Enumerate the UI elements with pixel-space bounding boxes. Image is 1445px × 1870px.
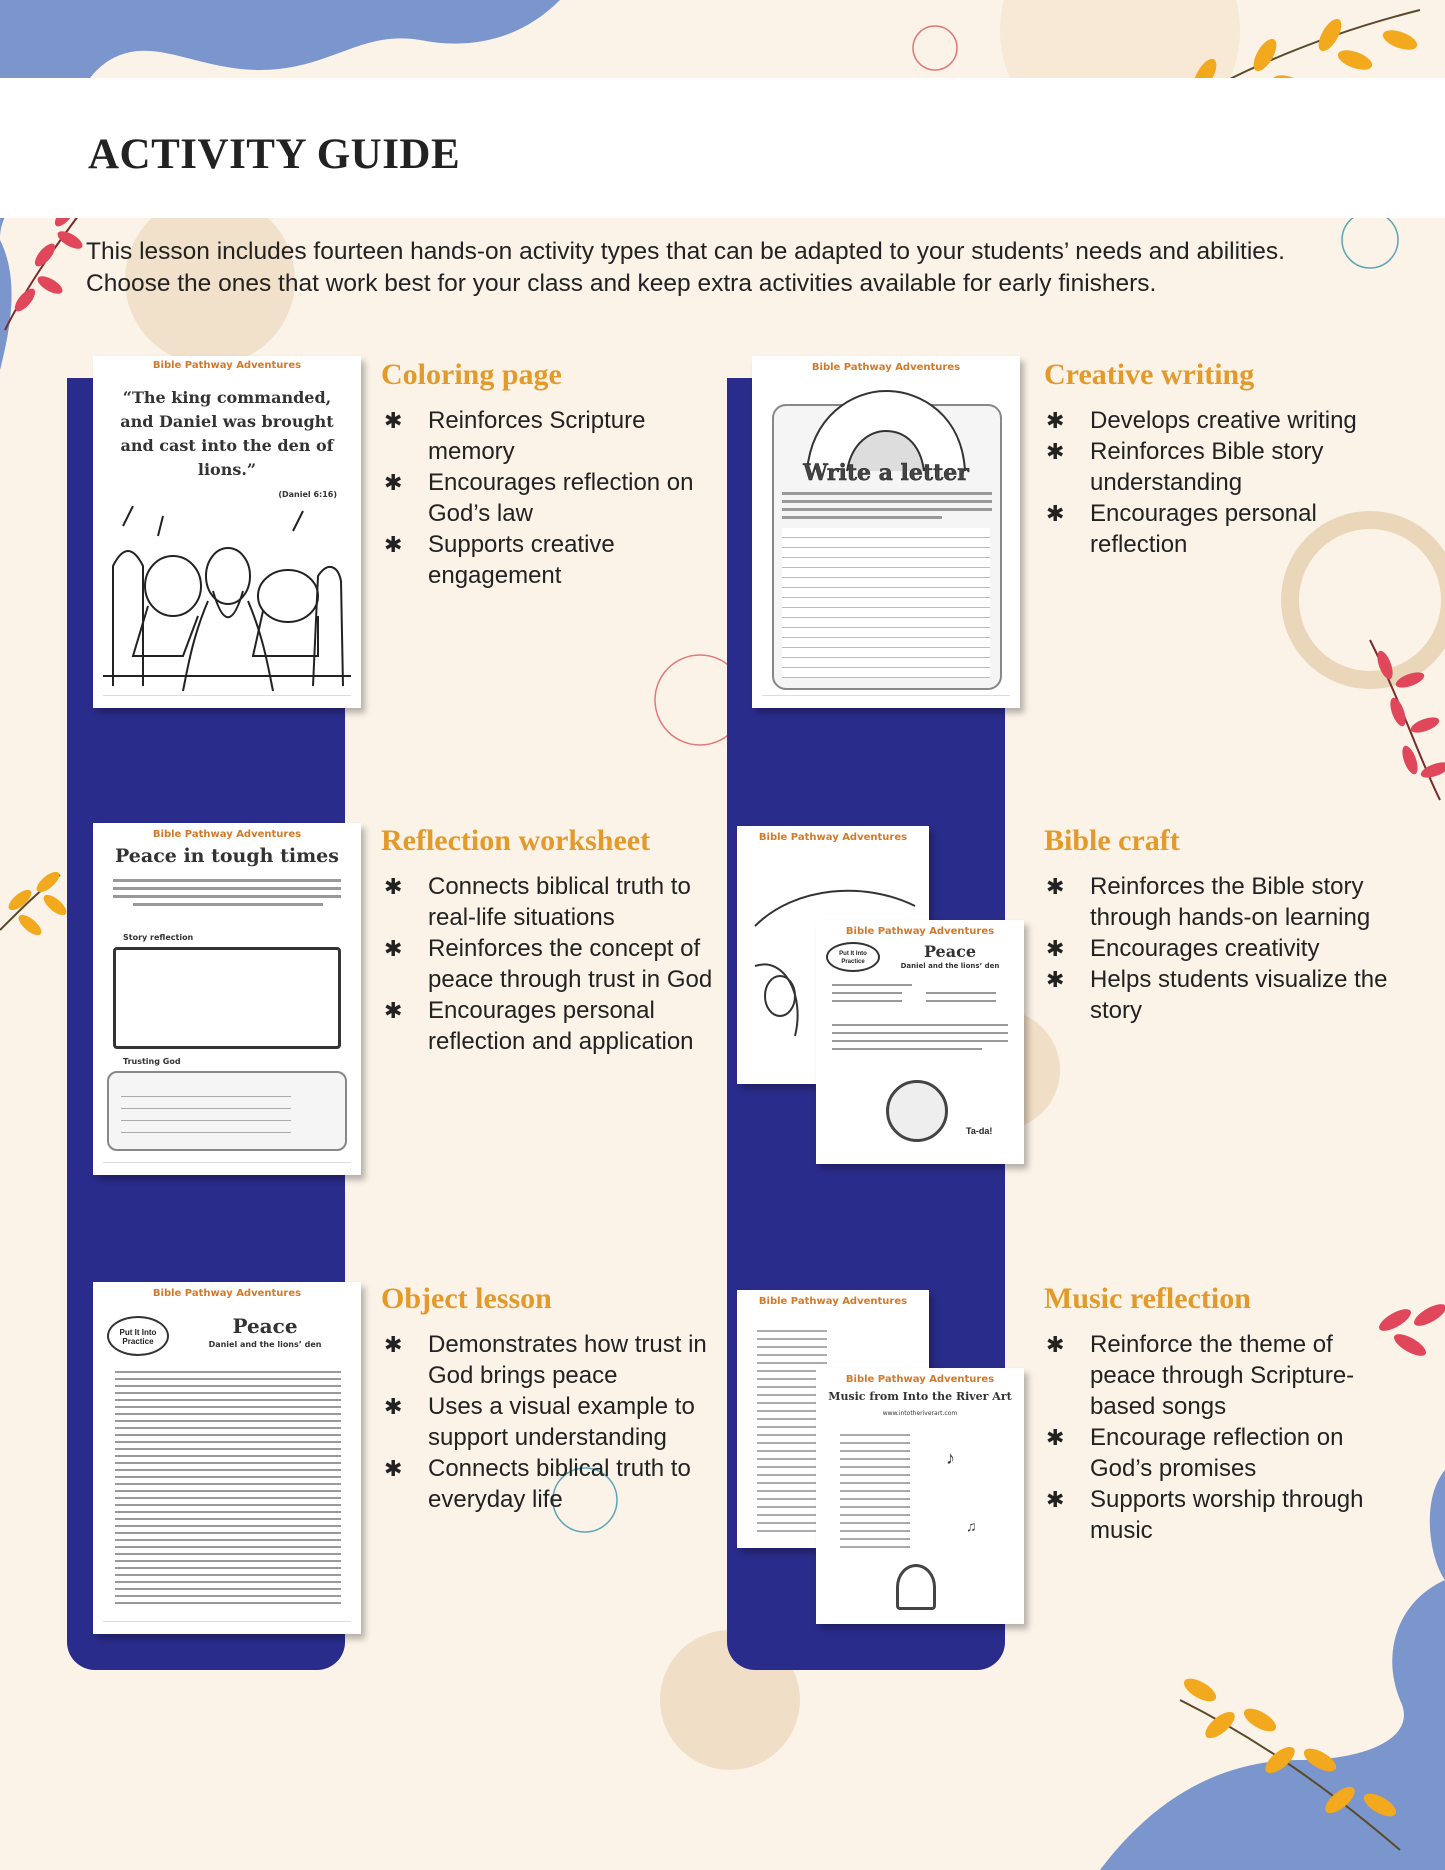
- object-lesson-text: [115, 1366, 341, 1606]
- music-reflection-thumbnail-front: Bible Pathway Adventures Music from Into…: [816, 1368, 1024, 1624]
- creative-writing-title: Creative writing: [1044, 358, 1255, 391]
- ta-da-label: Ta-da!: [966, 1126, 993, 1136]
- coloring-bullet-3: Supports creative engagement: [384, 529, 724, 591]
- reflection-worksheet-bullets: Connects biblical truth to real-life sit…: [384, 871, 719, 1057]
- object-lesson-bullets: Demonstrates how trust in God brings pea…: [384, 1329, 724, 1515]
- coloring-page-bullets: Reinforces Scripture memory Encourages r…: [384, 405, 724, 591]
- music-bullet-1: Reinforce the theme of peace through Scr…: [1046, 1329, 1386, 1422]
- thumb-brand: Bible Pathway Adventures: [845, 1374, 995, 1385]
- object-lesson-subheading: Daniel and the lions’ den: [208, 1340, 322, 1349]
- object-lesson-thumbnail: Bible Pathway Adventures Put It Into Pra…: [93, 1282, 361, 1634]
- thumb-footer: [762, 695, 1010, 704]
- text-row: [782, 500, 992, 503]
- intro-paragraph: This lesson includes fourteen hands-on a…: [86, 236, 1386, 300]
- put-into-practice-badge: Put It Into Practice: [107, 1316, 169, 1356]
- thumb-brand: Bible Pathway Adventures: [758, 1296, 908, 1307]
- title-band: [0, 78, 1445, 218]
- creative-writing-thumbnail: Bible Pathway Adventures Write a letter: [752, 356, 1020, 708]
- craft-lion-outline: [754, 889, 916, 1037]
- music-reflection-bullets: Reinforce the theme of peace through Scr…: [1046, 1329, 1386, 1546]
- text-row: [832, 1048, 982, 1050]
- creative-bullet-3: Encourages personal reflection: [1046, 498, 1396, 560]
- craft-subheading: Daniel and the lions’ den: [900, 962, 1000, 970]
- object-lesson-heading: Peace: [232, 1314, 298, 1338]
- song-lyrics: [757, 1324, 827, 1534]
- song-lyrics: [840, 1428, 910, 1548]
- coloring-illustration: [103, 506, 351, 691]
- reflection-worksheet-thumbnail: Bible Pathway Adventures Peace in tough …: [93, 823, 361, 1175]
- reflection-bullet-3: Encourages personal reflection and appli…: [384, 995, 719, 1057]
- text-row: [832, 984, 912, 986]
- craft-bullet-2: Encourages creativity: [1046, 933, 1406, 964]
- music-reflection-title: Music reflection: [1044, 1282, 1251, 1315]
- text-row: [926, 992, 996, 994]
- music-bullet-3: Supports worship through music: [1046, 1484, 1386, 1546]
- music-note-icon: ♫: [966, 1518, 977, 1534]
- coloring-bullet-1: Reinforces Scripture memory: [384, 405, 724, 467]
- creative-bullet-1: Develops creative writing: [1046, 405, 1396, 436]
- thumb-footer: [103, 695, 351, 704]
- coloring-verse-ref: (Daniel 6:16): [278, 490, 337, 499]
- object-lesson-title: Object lesson: [381, 1282, 552, 1315]
- reflection-bullet-2: Reinforces the concept of peace through …: [384, 933, 719, 995]
- reflection-worksheet-title: Reflection worksheet: [381, 824, 651, 857]
- thumb-footer: [103, 1162, 351, 1171]
- thumb-brand: Bible Pathway Adventures: [152, 829, 302, 840]
- craft-plate-icon: [886, 1080, 948, 1142]
- bible-craft-bullets: Reinforces the Bible story through hands…: [1046, 871, 1406, 1026]
- text-row: [832, 992, 902, 994]
- bible-craft-thumbnail-front: Bible Pathway Adventures Put It Into Pra…: [816, 920, 1024, 1164]
- text-row: [133, 903, 323, 906]
- craft-bullet-3: Helps students visualize the story: [1046, 964, 1406, 1026]
- thumb-footer: [103, 1621, 351, 1630]
- thumb-brand: Bible Pathway Adventures: [152, 1288, 302, 1299]
- craft-heading: Peace: [923, 942, 977, 961]
- object-bullet-2: Uses a visual example to support underst…: [384, 1391, 724, 1453]
- text-row: [782, 508, 992, 511]
- bible-craft-title: Bible craft: [1044, 824, 1180, 857]
- coloring-page-title: Coloring page: [381, 358, 562, 391]
- answer-lines: [121, 1085, 291, 1135]
- object-bullet-1: Demonstrates how trust in God brings pea…: [384, 1329, 724, 1391]
- reflection-frame: [113, 947, 341, 1049]
- text-row: [782, 492, 992, 495]
- coloring-page-thumbnail: Bible Pathway Adventures “The king comma…: [93, 356, 361, 708]
- reflection-heading: Peace in tough times: [115, 845, 339, 867]
- story-reflection-label: Story reflection: [123, 933, 194, 942]
- put-into-practice-badge: Put It Into Practice: [826, 942, 880, 972]
- text-row: [113, 887, 341, 890]
- thumb-brand: Bible Pathway Adventures: [152, 360, 302, 371]
- creative-writing-bullets: Develops creative writing Reinforces Bib…: [1046, 405, 1396, 560]
- thumb-brand: Bible Pathway Adventures: [845, 926, 995, 937]
- writing-lines: [782, 528, 990, 678]
- text-row: [832, 1032, 1008, 1034]
- text-row: [832, 1000, 902, 1002]
- text-row: [113, 895, 341, 898]
- text-row: [926, 1000, 996, 1002]
- thumb-brand: Bible Pathway Adventures: [811, 362, 961, 373]
- text-row: [113, 879, 341, 882]
- lions-den-illustration: [806, 389, 966, 472]
- text-row: [832, 1024, 1008, 1026]
- text-row: [782, 516, 942, 519]
- craft-bullet-1: Reinforces the Bible story through hands…: [1046, 871, 1406, 933]
- coloring-bullet-2: Encourages reflection on God’s law: [384, 467, 724, 529]
- thumb-brand: Bible Pathway Adventures: [758, 832, 908, 843]
- text-row: [832, 1040, 1008, 1042]
- trusting-god-label: Trusting God: [123, 1057, 181, 1066]
- music-url: www.intotheriverart.com: [882, 1410, 958, 1417]
- write-letter-heading: Write a letter: [803, 460, 969, 487]
- creative-bullet-2: Reinforces Bible story understanding: [1046, 436, 1396, 498]
- page-title: ACTIVITY GUIDE: [88, 131, 461, 178]
- intro-line-2: Choose the ones that work best for your …: [86, 270, 1157, 297]
- object-bullet-3: Connects biblical truth to everyday life: [384, 1453, 724, 1515]
- music-heading: Music from Into the River Art: [828, 1390, 1012, 1403]
- coloring-verse: “The king commanded, and Daniel was brou…: [120, 388, 334, 479]
- reflection-bullet-1: Connects biblical truth to real-life sit…: [384, 871, 719, 933]
- music-bullet-2: Encourage reflection on God’s promises: [1046, 1422, 1386, 1484]
- music-note-icon: ♪: [946, 1448, 955, 1468]
- harp-icon: [896, 1564, 936, 1610]
- intro-line-1: This lesson includes fourteen hands-on a…: [86, 238, 1285, 265]
